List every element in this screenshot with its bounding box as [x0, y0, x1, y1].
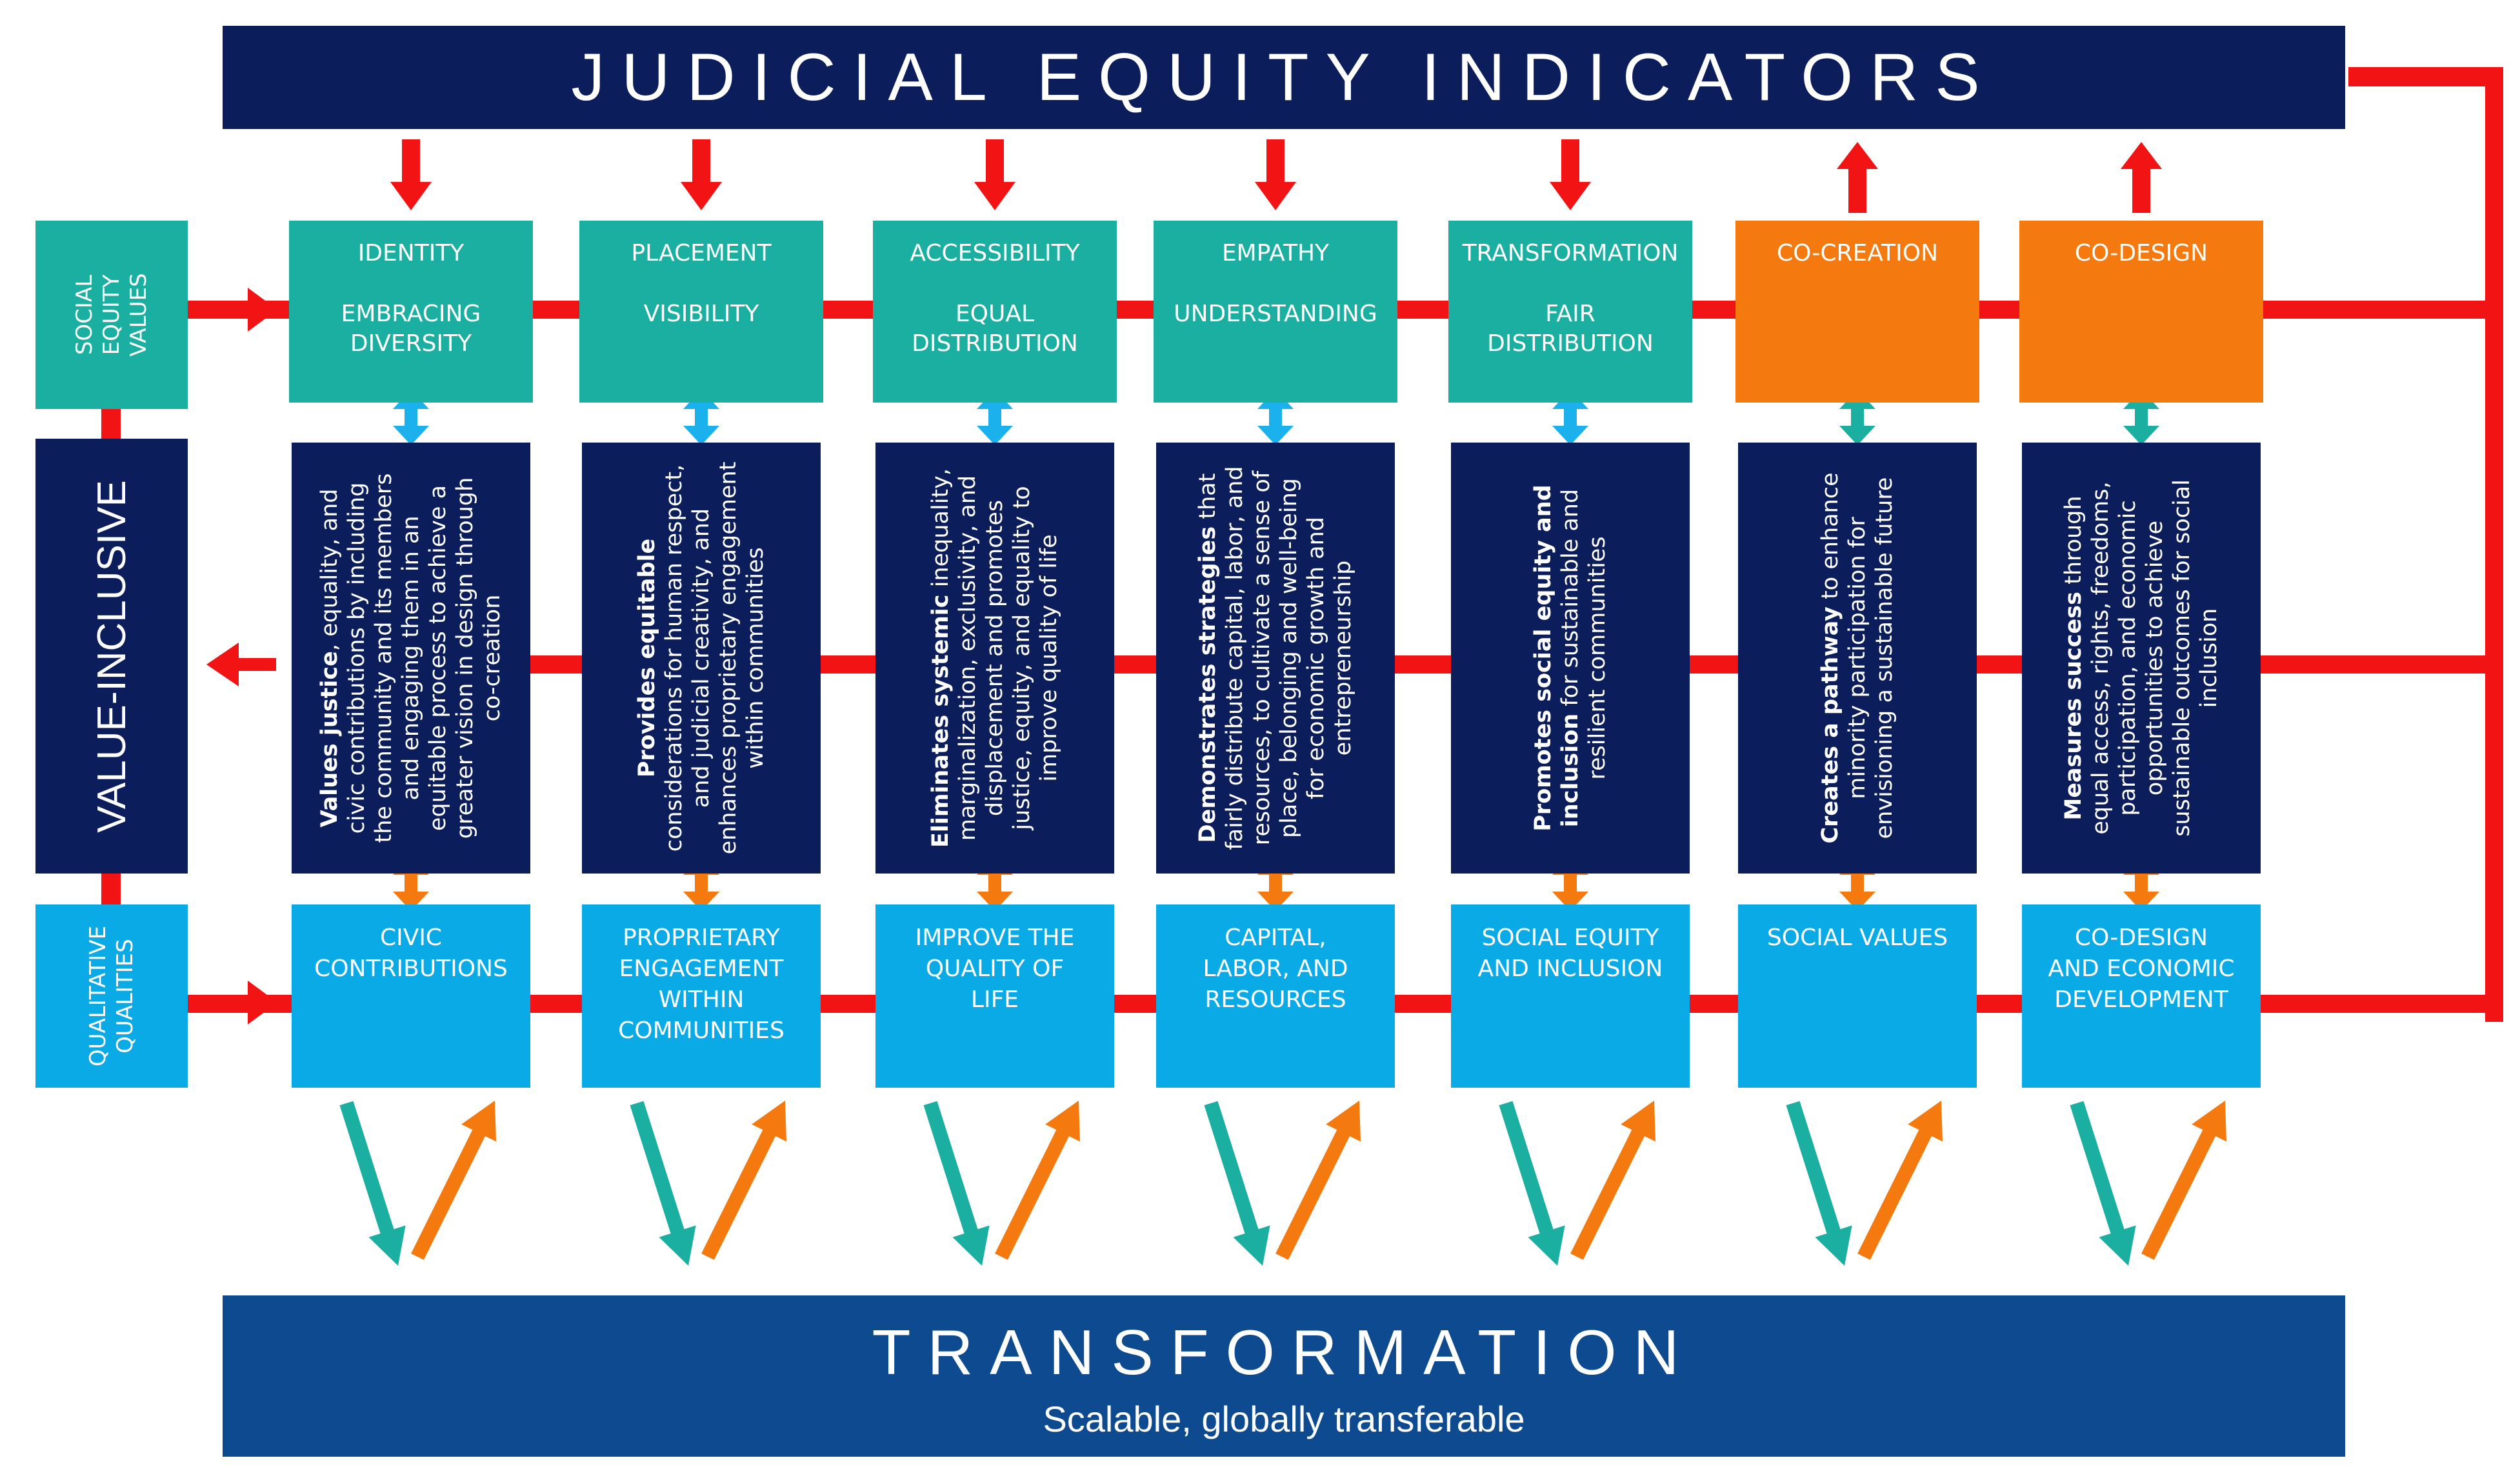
description-bold: Creates a pathway — [1817, 606, 1843, 844]
quality-text: CAPITAL, LABOR, AND RESOURCES — [1203, 924, 1348, 1013]
row-label-text: VALUE-INCLUSIVE — [89, 479, 134, 833]
quality-cell: CIVIC CONTRIBUTIONS — [292, 904, 530, 1088]
quality-cell: CAPITAL, LABOR, AND RESOURCES — [1156, 904, 1395, 1088]
row-label-value-inclusive: VALUE-INCLUSIVE — [35, 439, 188, 874]
quality-text: CO-DESIGN AND ECONOMIC DEVELOPMENT — [2048, 924, 2235, 1013]
description-cell: Promotes social equity and inclusion for… — [1451, 443, 1690, 874]
arrow-up-icon — [2121, 142, 2162, 213]
transformation-arrows — [339, 1101, 2226, 1266]
value-subtitle: UNDERSTANDING — [1174, 301, 1377, 327]
description-cell: Creates a pathway to enhance minority pa… — [1738, 443, 1977, 874]
value-title: TRANSFORMATION — [1462, 240, 1679, 266]
arrow-down-icon — [923, 1101, 990, 1266]
title-banner: JUDICIAL EQUITY INDICATORS — [223, 26, 2345, 129]
description-rest: considerations for human respect, and ju… — [661, 461, 768, 855]
description-rest: , equality, and civic contributions by i… — [317, 473, 505, 843]
double-arrow-icon — [977, 390, 1013, 445]
value-cell-transformation: TRANSFORMATION FAIR DISTRIBUTION — [1448, 221, 1692, 403]
arrow-down-icon — [630, 1101, 696, 1266]
quality-text: SOCIAL VALUES — [1766, 924, 1948, 951]
description-text: Promotes social equity and inclusion for… — [1530, 461, 1611, 855]
quality-cell: SOCIAL EQUITY AND INCLUSION — [1451, 904, 1690, 1088]
row-label-text: SOCIAL EQUITY VALUES — [72, 273, 152, 357]
quality-cell: IMPROVE THE QUALITY OF LIFE — [875, 904, 1114, 1088]
value-subtitle: EQUAL DISTRIBUTION — [912, 301, 1078, 357]
arrow-down-icon — [390, 139, 432, 210]
value-cell-identity: IDENTITY EMBRACING DIVERSITY — [289, 221, 533, 403]
page-title: JUDICIAL EQUITY INDICATORS — [571, 39, 1997, 115]
value-title: IDENTITY — [357, 240, 465, 266]
quality-text: CIVIC CONTRIBUTIONS — [314, 924, 508, 982]
arrow-down-icon — [681, 139, 722, 210]
arrow-down-icon — [2070, 1101, 2136, 1266]
description-bold: Measures success — [2061, 592, 2086, 821]
arrow-up-icon — [995, 1101, 1080, 1260]
description-cell: Values justice, equality, and civic cont… — [292, 443, 530, 874]
description-cell: Measures success through equal access, r… — [2022, 443, 2261, 874]
value-title: EMPATHY — [1221, 240, 1330, 266]
description-cell: Provides equitable considerations for hu… — [582, 443, 821, 874]
description-text: Measures success through equal access, r… — [2060, 461, 2223, 855]
value-subtitle: EMBRACING DIVERSITY — [341, 301, 481, 357]
double-arrow-icon — [1257, 390, 1294, 445]
arrow-up-icon — [1857, 1101, 1943, 1260]
arrow-down-icon — [1499, 1101, 1565, 1266]
description-text: Creates a pathway to enhance minority pa… — [1817, 461, 1898, 855]
arrow-down-icon — [974, 139, 1015, 210]
description-bold: Values justice — [317, 651, 343, 828]
footer-subtitle: Scalable, globally transferable — [1043, 1399, 1525, 1439]
value-title: PLACEMENT — [631, 240, 772, 266]
description-bold: Eliminates systemic — [928, 594, 954, 848]
value-title: CO-DESIGN — [2074, 240, 2208, 266]
description-bold: Demonstrates strategies — [1195, 526, 1221, 843]
arrow-down-icon — [1786, 1101, 1852, 1266]
arrow-up-icon — [1837, 142, 1878, 213]
arrow-down-icon — [1550, 139, 1591, 210]
footer-title: TRANSFORMATION — [872, 1317, 1696, 1388]
quality-text: PROPRIETARY ENGAGEMENT WITHIN COMMUNITIE… — [618, 924, 785, 1044]
value-title: CO-CREATION — [1776, 240, 1939, 266]
quality-cell: SOCIAL VALUES — [1738, 904, 1977, 1088]
description-text: Demonstrates strategies that fairly dist… — [1194, 461, 1357, 855]
double-arrow-icon — [1552, 390, 1588, 445]
arrow-down-icon — [1255, 139, 1296, 210]
row-label-social-equity-values: SOCIAL EQUITY VALUES — [35, 221, 188, 409]
quality-cell: PROPRIETARY ENGAGEMENT WITHIN COMMUNITIE… — [582, 904, 821, 1088]
description-cell: Demonstrates strategies that fairly dist… — [1156, 443, 1395, 874]
value-title: ACCESSIBILITY — [910, 240, 1080, 266]
arrow-down-icon — [339, 1101, 406, 1266]
description-text: Values justice, equality, and civic cont… — [316, 461, 506, 855]
description-text: Eliminates systemic inequality, marginal… — [927, 461, 1063, 855]
value-cell-accessibility: ACCESSIBILITY EQUAL DISTRIBUTION — [873, 221, 1117, 403]
quality-text: IMPROVE THE QUALITY OF LIFE — [915, 924, 1075, 1013]
arrow-up-icon — [411, 1101, 496, 1260]
double-arrow-icon — [393, 390, 429, 445]
value-cell-empathy: EMPATHY UNDERSTANDING — [1154, 221, 1397, 403]
value-subtitle: FAIR DISTRIBUTION — [1487, 301, 1654, 357]
value-cell-placement: PLACEMENT VISIBILITY — [579, 221, 823, 403]
description-text: Provides equitable considerations for hu… — [634, 461, 769, 855]
title-arrows — [390, 139, 2162, 213]
row-label-qualitative-qualities: QUALITATIVE QUALITIES — [35, 904, 188, 1088]
double-arrow-icon — [683, 390, 719, 445]
arrow-down-icon — [1204, 1101, 1270, 1266]
double-arrow-icon — [1839, 390, 1875, 445]
transformation-banner: TRANSFORMATION Scalable, globally transf… — [223, 1295, 2345, 1457]
arrow-up-icon — [701, 1101, 786, 1260]
value-cell-co-creation: CO-CREATION — [1735, 221, 1979, 403]
description-bold: Provides equitable — [634, 538, 660, 778]
quality-cell: CO-DESIGN AND ECONOMIC DEVELOPMENT — [2022, 904, 2261, 1088]
quality-text: SOCIAL EQUITY AND INCLUSION — [1477, 924, 1663, 982]
arrow-up-icon — [2141, 1101, 2226, 1260]
arrow-up-icon — [1275, 1101, 1361, 1260]
double-arrow-icon — [2123, 390, 2159, 445]
value-cell-co-design: CO-DESIGN — [2019, 221, 2263, 403]
arrow-up-icon — [1570, 1101, 1655, 1260]
row-label-text: QUALITATIVE QUALITIES — [85, 925, 138, 1067]
description-cell: Eliminates systemic inequality, marginal… — [875, 443, 1114, 874]
value-subtitle: VISIBILITY — [643, 301, 759, 327]
